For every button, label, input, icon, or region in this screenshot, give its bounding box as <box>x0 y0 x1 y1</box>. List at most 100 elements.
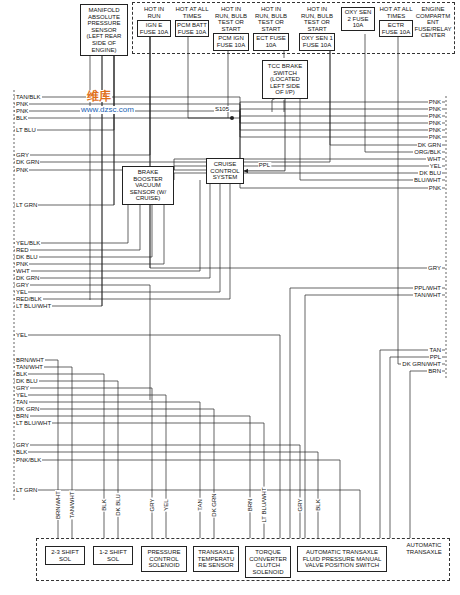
wire <box>200 402 201 538</box>
wire-color: GRY <box>15 282 30 288</box>
component-name: TRANSAXLE TEMPERATURE SENSOR <box>196 549 236 569</box>
wire-color: BRN/WHT <box>15 357 45 363</box>
wire-color: YEL/BLK <box>15 240 41 246</box>
wire-color: DK BLU <box>15 254 39 260</box>
component-name: TORQUE CONVERTER CLUTCH SOLENOID <box>248 549 288 575</box>
component-name: AUTOMATIC TRANSAXLE FLUID PRESSURE MANUA… <box>300 549 384 569</box>
wire <box>150 285 151 400</box>
component-name: TCC BRAKE SWITCH (LOCATED LEFT SIDE OF I… <box>265 63 305 96</box>
wire <box>14 104 240 105</box>
wire-color: YEL <box>429 163 442 169</box>
wire-color: TAN/WHT <box>69 491 75 520</box>
wire <box>14 388 152 389</box>
fuse: HOT IN RUN, BULB TEST OR STARTPCM IGN FU… <box>213 6 249 51</box>
wire-color: BRN <box>247 498 253 513</box>
wire <box>14 460 340 461</box>
component-box: 2-3 SHIFT SOL <box>45 546 85 565</box>
wire-color: ORG/BLK <box>413 149 442 155</box>
wire-color: DK GRN <box>417 142 442 148</box>
wire-color: BRN <box>427 368 442 374</box>
component-name: PCM BATT FUSE 10A <box>175 20 209 37</box>
power-note: HOT IN RUN, BULB TEST OR START <box>299 6 335 32</box>
component-box: CRUISE CONTROL SYSTEM <box>206 158 244 184</box>
wire-color: PNK/BLK <box>15 457 42 463</box>
wire <box>240 102 445 103</box>
wire <box>14 264 164 265</box>
wire-color: PNK <box>15 167 29 173</box>
component-name: ECT FUSE 10A <box>253 33 289 50</box>
wire-color: BLK <box>315 498 321 511</box>
wire-color: LT BLU/WHT <box>15 303 52 309</box>
wire <box>102 45 103 306</box>
wire <box>250 416 251 538</box>
component-box: 1-2 SHIFT SOL <box>93 546 133 565</box>
wire-color: DK GRN <box>211 492 217 517</box>
wire-color: LT BLU <box>15 127 37 133</box>
wire <box>14 118 232 119</box>
wire <box>14 285 150 286</box>
wire-color: YEL <box>15 392 28 398</box>
wire-color: BRN/WHT <box>55 490 61 520</box>
wire <box>240 130 445 131</box>
component-name: AUTOMATIC TRANSAXLE <box>401 542 447 555</box>
wire-color: PNK <box>15 261 29 267</box>
wire-color: GRY <box>149 498 155 513</box>
wire <box>340 460 341 538</box>
wire-color: BLK <box>15 449 28 455</box>
fuse: HOT AT ALL TIMESPCM BATT FUSE 10A <box>175 6 209 37</box>
wire <box>210 180 211 278</box>
wire <box>360 490 361 538</box>
wire-color: RED <box>15 247 30 253</box>
wire <box>166 395 167 538</box>
wire <box>240 123 445 124</box>
wire-color: WHT <box>426 156 442 162</box>
wire-color: YEL <box>163 498 169 511</box>
component-name: OXY SEN 2 FUSE 10A <box>341 7 375 31</box>
wire-color: YEL <box>15 289 28 295</box>
component-housing: AUTOMATIC TRANSAXLE 2-3 SHIFT SOL 1-2 SHIF… <box>36 538 450 581</box>
wire-color: TAN <box>197 498 203 512</box>
component-name: OXY SEN 1 FUSE 10A <box>299 33 335 50</box>
wire-color: BLU/WHT <box>413 177 442 183</box>
wire <box>14 271 200 272</box>
component-name: IGN E FUSE 10A <box>137 20 171 37</box>
wire <box>14 155 150 156</box>
wire-color: PPL <box>258 162 271 168</box>
component-box: PRESSURE CONTROL SOLENOID <box>141 546 187 572</box>
wire <box>104 374 105 538</box>
wire-color: DK GRN <box>15 275 40 281</box>
splice-label: S105 <box>214 106 230 112</box>
signal-wire <box>244 99 285 171</box>
wire-color: PPL <box>429 354 442 360</box>
component-box: TORQUE CONVERTER CLUTCH SOLENOID <box>245 546 291 578</box>
wire-color: GRY <box>15 442 30 448</box>
wire-color: PNK <box>428 120 442 126</box>
wire-color: BRN <box>15 413 30 419</box>
wire <box>410 371 411 538</box>
wire <box>152 388 153 538</box>
wire <box>398 34 399 364</box>
wire-color: PNK <box>428 106 442 112</box>
wire <box>14 395 166 396</box>
wire-color: PNK <box>428 127 442 133</box>
component-name: ECTR FUSE 10A <box>379 20 413 37</box>
wire <box>240 102 241 118</box>
wire-color: TAN <box>428 347 442 353</box>
wire <box>14 250 140 251</box>
wire-color: BLK <box>101 498 107 511</box>
wire-color: DK GRN <box>15 406 40 412</box>
wire <box>240 188 445 189</box>
wire <box>150 268 445 269</box>
wire-color: LT GRN <box>15 202 38 208</box>
wire-color: DK BLU <box>115 493 121 517</box>
component-box: TCC BRAKE SWITCH (LOCATED LEFT SIDE OF I… <box>262 60 308 99</box>
wire <box>290 288 291 538</box>
wire <box>14 292 220 293</box>
wire-color: GRY <box>427 265 442 271</box>
wire <box>114 45 115 205</box>
wire-color: PNK <box>15 101 29 107</box>
component-name: CRUISE CONTROL SYSTEM <box>209 161 241 181</box>
wire <box>330 34 331 145</box>
wire <box>214 409 215 538</box>
wire <box>220 180 221 292</box>
